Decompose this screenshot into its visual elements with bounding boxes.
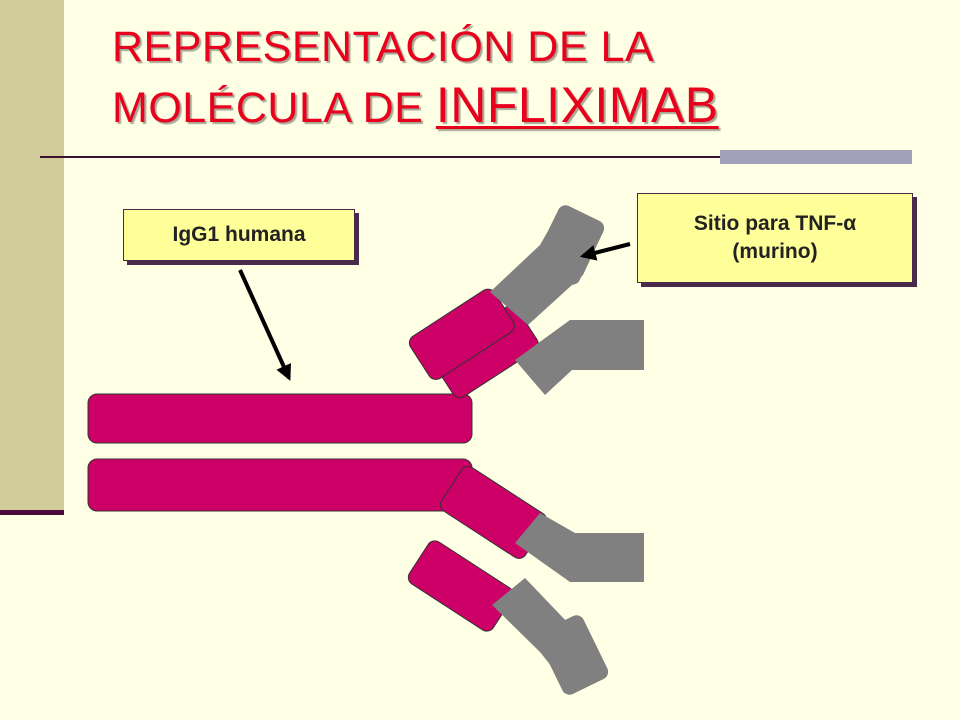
title-line-2: MOLÉCULA DE INFLIXIMAB (112, 76, 719, 137)
side-band (0, 0, 64, 512)
callout-site-line-1: Sitio para TNF-α (693, 212, 857, 235)
callout-site-line-2: (murino) (732, 240, 818, 263)
lower-light-arm (407, 540, 609, 695)
heavy-chain-upper (87, 393, 473, 444)
title-rule-accent (720, 150, 912, 164)
title-line-1: REPRESENTACIÓN DE LA (112, 23, 655, 71)
side-band-bottom-bar (0, 510, 64, 515)
human-pointer-arrow (238, 269, 291, 381)
heavy-chain-lower (87, 458, 473, 512)
lower-heavy-arm (440, 465, 644, 582)
title-rule-line (40, 156, 912, 158)
callout-human-text: IgG1 humana (172, 223, 306, 246)
title-emphasis: INFLIXIMAB (435, 77, 719, 133)
title-line-2-prefix: MOLÉCULA DE (112, 84, 436, 132)
slide-title: REPRESENTACIÓN DE LA MOLÉCULA DE INFLIXI… (112, 18, 719, 137)
upper-light-arm (408, 205, 605, 380)
site-pointer-arrow (579, 242, 631, 261)
callout-tnf-binding-site: Sitio para TNF-α (murino) (637, 193, 913, 283)
callout-human-igg1: IgG1 humana (123, 209, 355, 261)
